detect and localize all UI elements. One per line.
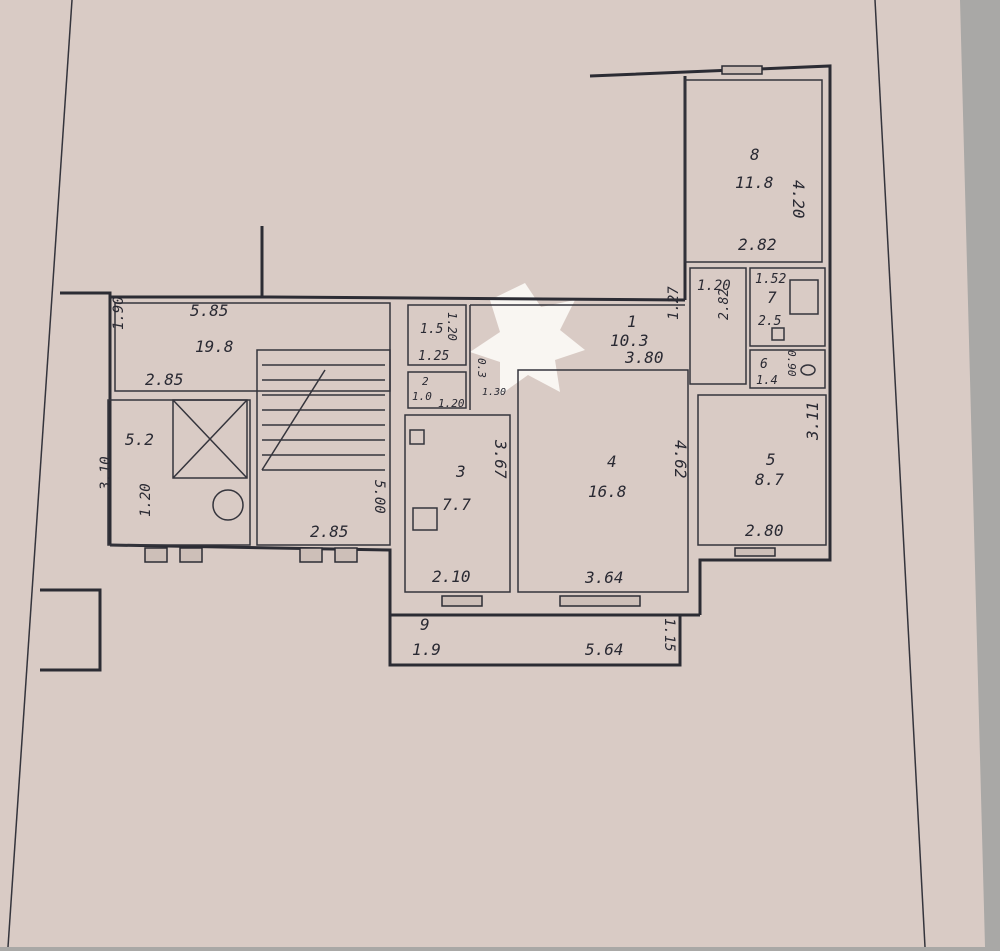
room-4-length: 4.62: [671, 440, 690, 479]
room-5-width: 2.80: [745, 521, 784, 540]
window-room-8: [721, 65, 763, 75]
room-6-number: 6: [760, 357, 768, 372]
hall-length: 1.90: [111, 296, 127, 330]
closet-1-5: [407, 304, 467, 366]
stair-steps: [261, 364, 385, 471]
closet-area: 1.5: [420, 322, 444, 337]
window-room-3: [441, 595, 483, 607]
room-5-length: 3.11: [803, 401, 822, 441]
stair-hall: [114, 302, 391, 392]
room-1-area: 10.3: [610, 331, 649, 350]
passage-a: 0.3: [475, 358, 488, 378]
stair-windows: [144, 547, 358, 563]
room-3-area: 7.7: [442, 495, 471, 514]
room-9-number: 9: [420, 615, 430, 634]
closet-length: 1.20: [445, 312, 459, 341]
wall-bottom: [109, 543, 700, 617]
room-3-length: 3.67: [491, 439, 510, 479]
room-2-width: 1.20: [438, 397, 465, 410]
room-5: [697, 394, 827, 546]
room-2-area: 1.0: [412, 390, 432, 403]
lift-shaft: [172, 399, 248, 479]
bathtub-icon: [789, 279, 819, 315]
room-6-area: 1.4: [756, 373, 778, 387]
room-4-area: 16.8: [588, 482, 627, 501]
wall-balcony: [388, 615, 682, 667]
room-3-width: 2.10: [432, 567, 471, 586]
frame-line-right: [874, 0, 926, 948]
lift-width: 2.85: [145, 370, 184, 389]
room-6: [749, 349, 826, 389]
room-7: [749, 267, 826, 347]
room-8-width: 2.82: [738, 235, 777, 254]
wall-top-long: [110, 295, 686, 302]
closet-width: 1.25: [418, 349, 449, 364]
room-8-length: 4.20: [789, 180, 808, 219]
light-glare: [470, 283, 585, 395]
lift-area: 5.2: [125, 430, 154, 449]
room-1-number: 1: [627, 312, 637, 331]
corridor-width: 1.20: [697, 278, 731, 294]
wall-stub-left: [40, 588, 102, 672]
room-6-width: 0.90: [785, 350, 798, 377]
window-room-5: [734, 547, 776, 557]
stair-length: 5.00: [371, 480, 387, 514]
lift-length: 3.10: [98, 456, 114, 491]
room-7-number: 7: [767, 288, 777, 307]
lamp-icon: [212, 489, 244, 521]
room-8-area: 11.8: [735, 173, 774, 192]
hall-area: 19.8: [195, 337, 234, 356]
room-7-width: 1.52: [755, 272, 786, 287]
room-3: [404, 414, 511, 593]
room-5-number: 5: [766, 450, 776, 469]
room-7-area: 2.5: [758, 314, 782, 329]
passage-b: 1.30: [482, 387, 506, 398]
stair-width: 2.85: [310, 522, 349, 541]
room-9-width: 5.64: [585, 640, 624, 659]
room-5-area: 8.7: [755, 470, 784, 489]
room-9-length: 1.15: [661, 618, 677, 652]
room-3-number: 3: [455, 462, 466, 481]
room-8-number: 8: [750, 145, 760, 164]
staircase: [256, 349, 391, 546]
room-1-length: 1.27: [666, 286, 682, 320]
lift-cross-b: [172, 399, 248, 479]
room-4-number: 4: [607, 452, 617, 471]
room-4: [517, 369, 689, 593]
lift-width-b: 1.20: [138, 483, 154, 517]
room-2: [407, 371, 467, 409]
room-1-width: 3.80: [624, 348, 664, 367]
frame-line-left: [7, 0, 73, 948]
sink-icon: [771, 327, 785, 341]
room-8: [684, 79, 823, 263]
room-9-area: 1.9: [412, 640, 441, 659]
hall-width: 5.85: [190, 301, 229, 320]
cooktop-icon: [412, 507, 438, 531]
wall-left: [60, 291, 112, 545]
room-2-number: 2: [422, 375, 429, 388]
corridor-1-20: [689, 267, 747, 385]
corridor-length: 2.82: [717, 289, 732, 320]
room-4-width: 3.64: [584, 568, 624, 587]
stove-icon: [409, 429, 425, 445]
toilet-icon: [800, 364, 816, 376]
window-room-4: [559, 595, 641, 607]
